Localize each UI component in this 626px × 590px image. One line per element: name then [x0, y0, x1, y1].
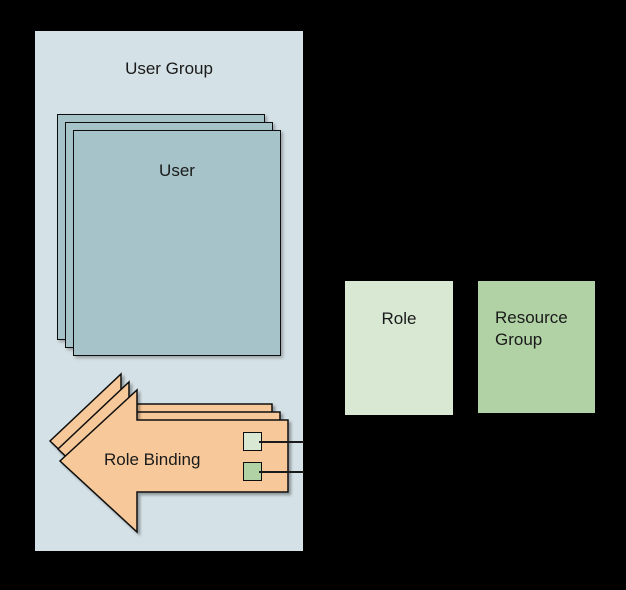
role-binding-arrow-front [58, 388, 289, 534]
role-binding-arrow-stack [48, 366, 289, 538]
role-binding-label: Role Binding [104, 450, 201, 469]
resource-group-label-line2: Group [495, 330, 543, 349]
role-box-label: Role [381, 309, 417, 328]
user-card-stack: User [57, 114, 281, 356]
resource-group-box-label: Resource Group [495, 307, 587, 351]
user-group-title: User Group [125, 59, 213, 78]
resource-group-box[interactable]: Resource Group [478, 281, 595, 413]
user-card-front[interactable]: User [73, 130, 281, 356]
role-box[interactable]: Role [345, 281, 453, 415]
resource-group-label-line1: Resource [495, 308, 568, 327]
role-binding-arrow-shapes[interactable] [48, 366, 298, 546]
user-card-label: User [159, 161, 195, 180]
connector-resource-group [259, 471, 304, 473]
connector-role [259, 441, 304, 443]
